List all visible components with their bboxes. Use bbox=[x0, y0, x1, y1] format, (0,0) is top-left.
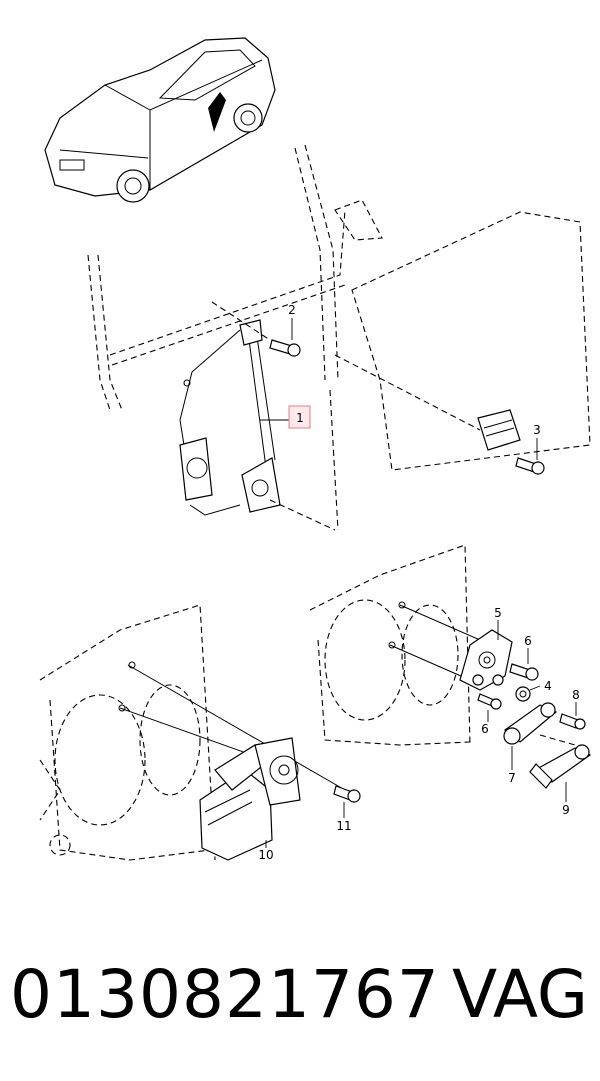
callout-4: 4 bbox=[544, 679, 552, 693]
bolt-2 bbox=[211, 301, 301, 357]
callout-2: 2 bbox=[288, 303, 296, 317]
bolt-8 bbox=[559, 702, 586, 730]
lower-left-door-panel bbox=[39, 604, 346, 861]
bolt-6-lower bbox=[477, 693, 502, 722]
callout-9: 9 bbox=[562, 803, 570, 817]
callout-10: 10 bbox=[258, 848, 273, 862]
window-motor bbox=[199, 737, 301, 861]
bolt-11 bbox=[333, 785, 361, 818]
callout-5: 5 bbox=[494, 606, 502, 620]
callout-11: 11 bbox=[336, 819, 351, 833]
exploded-parts-diagram: 1 2 3 10 bbox=[39, 37, 592, 862]
callout-8: 8 bbox=[572, 688, 580, 702]
callout-6b: 6 bbox=[481, 722, 489, 736]
callout-1: 1 bbox=[296, 411, 304, 425]
window-crank-handle-9 bbox=[529, 734, 592, 802]
washer-4 bbox=[515, 685, 541, 702]
highlight-box-1 bbox=[288, 405, 311, 429]
lower-right-door-panel bbox=[309, 544, 481, 746]
callout-6a: 6 bbox=[524, 634, 532, 648]
car-thumbnail bbox=[44, 37, 276, 203]
bracket-5 bbox=[459, 620, 513, 691]
callout-3: 3 bbox=[533, 423, 541, 437]
part-number: 0130821767 bbox=[10, 956, 440, 1033]
window-glass-outline bbox=[351, 211, 591, 471]
bolt-6-upper bbox=[509, 648, 539, 681]
crank-lever-7 bbox=[503, 702, 558, 770]
brand-name: VAG bbox=[451, 956, 588, 1033]
bolt-3 bbox=[515, 438, 545, 475]
door-frame-outline bbox=[87, 144, 383, 531]
window-regulator bbox=[179, 319, 336, 531]
footer: 0130821767 VAG bbox=[0, 955, 600, 1045]
glass-clamp bbox=[334, 354, 521, 451]
callout-7: 7 bbox=[508, 771, 516, 785]
